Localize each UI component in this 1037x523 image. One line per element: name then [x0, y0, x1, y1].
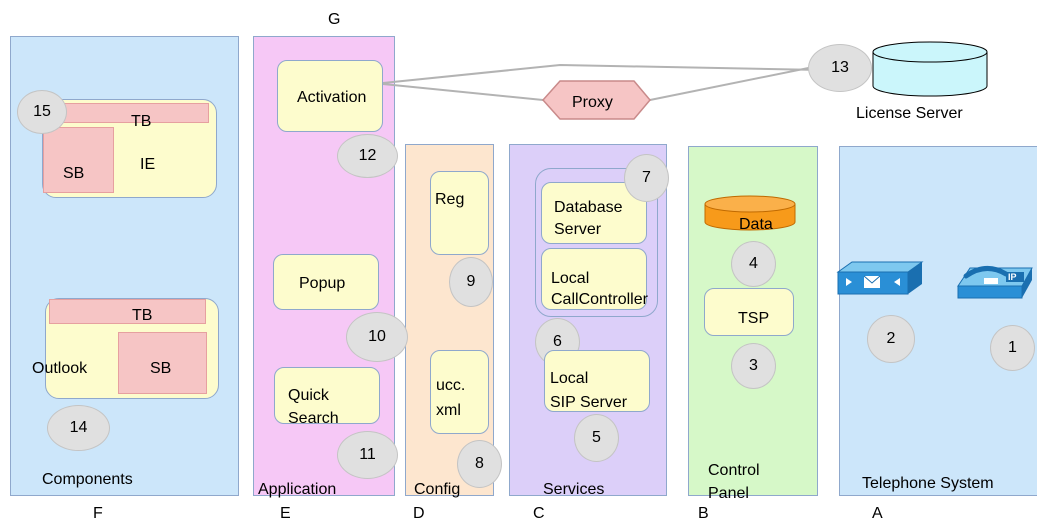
- ip-label: IP: [1008, 272, 1017, 282]
- activation-box: [277, 60, 383, 132]
- letter-a: A: [872, 505, 883, 522]
- control-panel-label-line1: Control: [708, 462, 760, 479]
- ie-tb-label: TB: [131, 113, 152, 130]
- reg-box: [430, 171, 489, 255]
- badge-11: 11: [337, 431, 398, 479]
- control-panel-label-line2: Panel: [708, 485, 749, 502]
- outlook-sb-box: [118, 332, 207, 394]
- telephone-system-label: Telephone System: [862, 475, 994, 492]
- local-callcontroller-label-line2: CallController: [551, 291, 648, 308]
- popup-label: Popup: [299, 275, 346, 292]
- local-sip-server-box: [544, 350, 650, 412]
- database-server-label-line1: Database: [554, 199, 623, 216]
- letter-e: E: [280, 505, 291, 522]
- badge-1: 1: [990, 325, 1035, 371]
- local-sip-server-label-line1: Local: [550, 370, 589, 387]
- telephone-system-panel: [839, 146, 1037, 496]
- ie-label: IE: [140, 156, 156, 173]
- quick-search-label-line2: Search: [288, 410, 339, 427]
- badge-5: 5: [574, 414, 619, 462]
- local-callcontroller-label-line1: Local: [551, 270, 590, 287]
- quick-search-box: [274, 367, 380, 424]
- letter-b: B: [698, 505, 709, 522]
- badge-15: 15: [17, 90, 67, 134]
- badge-9: 9: [449, 257, 493, 307]
- quick-search-label-line1: Quick: [288, 387, 329, 404]
- letter-g: G: [328, 11, 341, 28]
- ie-tb-bar: [47, 103, 209, 123]
- badge-10: 10: [346, 312, 408, 362]
- outlook-tb-bar: [49, 299, 206, 324]
- config-label: Config: [414, 481, 461, 498]
- outlook-label: Outlook: [32, 360, 88, 377]
- tsp-box: [704, 288, 794, 336]
- data-label: Data: [739, 216, 773, 233]
- letter-c: C: [533, 505, 545, 522]
- activation-label: Activation: [297, 89, 367, 106]
- badge-12: 12: [337, 134, 398, 178]
- reg-label: Reg: [435, 191, 465, 208]
- ie-sb-box: [43, 127, 114, 193]
- badge-13: 13: [808, 44, 872, 92]
- ucc-xml-label-line1: ucc.: [436, 377, 466, 394]
- badge-8: 8: [457, 440, 502, 488]
- ie-sb-label: SB: [63, 165, 85, 182]
- components-label: Components: [42, 471, 133, 488]
- ucc-xml-box: [430, 350, 489, 434]
- database-server-label-line2: Server: [554, 221, 602, 238]
- badge-2: 2: [867, 315, 915, 363]
- badge-4: 4: [731, 241, 776, 287]
- ucc-xml-label-line2: xml: [436, 402, 461, 419]
- services-label: Services: [543, 481, 605, 498]
- letter-d: D: [413, 505, 425, 522]
- badge-7: 7: [624, 154, 669, 202]
- application-label: Application: [258, 481, 337, 498]
- tsp-label: TSP: [738, 310, 770, 327]
- badge-14: 14: [47, 405, 110, 451]
- proxy-label: Proxy: [572, 94, 613, 111]
- letter-f: F: [93, 505, 103, 522]
- badge-3: 3: [731, 343, 776, 389]
- outlook-tb-label: TB: [132, 307, 153, 324]
- local-sip-server-label-line2: SIP Server: [550, 394, 628, 411]
- local-callcontroller-box: [541, 248, 647, 310]
- license-server-label: License Server: [856, 105, 963, 122]
- popup-box: [273, 254, 379, 310]
- outlook-sb-label: SB: [150, 360, 172, 377]
